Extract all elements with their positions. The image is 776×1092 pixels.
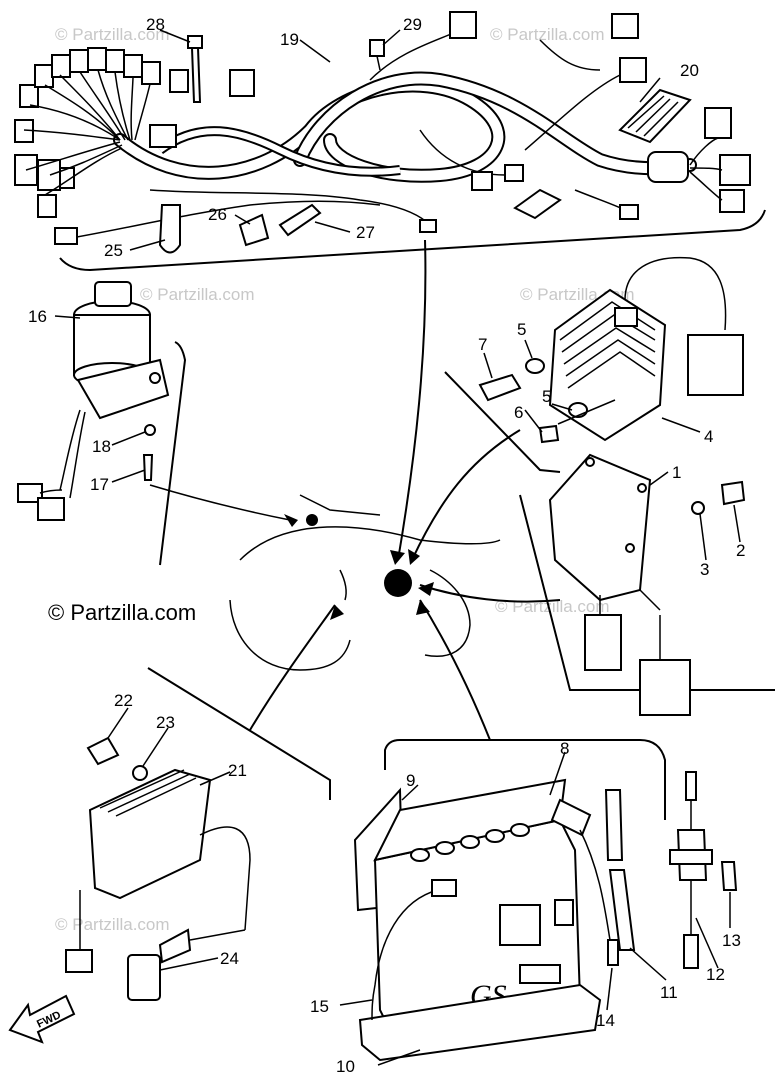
callout-10: 10 [336,1057,355,1076]
connector-right-low [719,154,751,186]
watermark-main: © Partzilla.com [48,600,196,625]
leader-lines [54,29,741,1066]
callout-11: 11 [660,983,678,1002]
watermark-top-left: © Partzilla.com [55,25,170,44]
watermark-mid-left: © Partzilla.com [140,285,255,304]
battery-group: GS [353,739,666,1062]
rectifier-group [444,256,744,473]
connector-top-right-2 [619,57,647,83]
callout-2: 2 [736,541,745,560]
connector-cluster-left [14,47,189,218]
cable-cover-20 [513,88,692,220]
callout-28: 28 [146,15,165,34]
connector-right-mid [704,107,732,139]
wire-harness-group [14,11,766,272]
breather-group [669,771,738,969]
callout-5a: 5 [517,320,526,339]
clamp-27 [278,203,322,237]
callout-6: 6 [514,403,523,422]
ignition-coil-group [65,667,331,1001]
callout-4: 4 [704,427,713,446]
callout-19: 19 [280,30,299,49]
callout-25: 25 [104,241,123,260]
clamp-25 [158,204,181,254]
callout-21: 21 [228,761,247,780]
callout-12: 12 [706,965,725,984]
watermark-top-right: © Partzilla.com [490,25,605,44]
main-switch-group [17,281,291,566]
callout-8: 8 [560,739,569,758]
connector-right-bottom [719,189,745,213]
callout-18: 18 [92,437,111,456]
callout-22: 22 [114,691,133,710]
callout-27: 27 [356,223,375,242]
forward-arrow: FWD [8,994,76,1044]
callout-23: 23 [156,713,175,732]
callout-13: 13 [722,931,741,950]
callout-14: 14 [596,1011,615,1030]
watermark-lower-left: © Partzilla.com [55,915,170,934]
callout-24: 24 [220,949,239,968]
battery-location-mark [384,569,412,597]
callout-1: 1 [672,463,681,482]
callout-26: 26 [208,205,227,224]
callout-7: 7 [478,335,487,354]
clip-29 [369,39,385,57]
clamp-26 [238,213,270,247]
callout-15: 15 [310,997,329,1016]
callout-9: 9 [406,771,415,790]
callout-3: 3 [700,560,709,579]
connector-top-right-1 [611,13,639,39]
callout-5b: 5 [542,387,551,406]
callout-17: 17 [90,475,109,494]
arrows [249,239,561,741]
cdi-unit-group [519,453,775,716]
cable-tie-28 [187,35,203,103]
callouts: 28 29 19 20 25 26 27 16 18 17 7 5 5 6 4 … [28,15,745,1076]
harness-boot [647,151,689,183]
callout-16: 16 [28,307,47,326]
connector-top-center [449,11,477,39]
frame-outline [229,494,501,671]
callout-20: 20 [680,61,699,80]
callout-29: 29 [403,15,422,34]
